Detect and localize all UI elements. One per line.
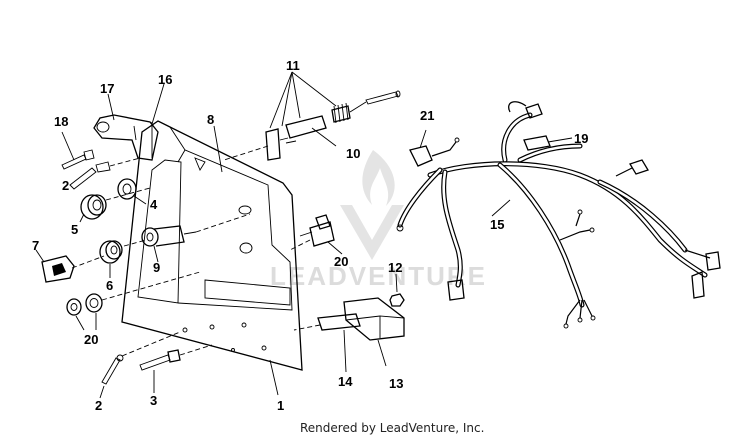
part-labels: 1 2 2 3 4 5 6 7 8 9 10 11 12 13 14 15 16…	[32, 58, 588, 413]
screw-3	[139, 344, 213, 393]
bracket-plate-14	[293, 313, 361, 373]
ignition-switch	[141, 213, 251, 263]
panel-leader	[213, 125, 223, 173]
label-1: 1	[277, 398, 284, 413]
washer-4	[117, 178, 147, 205]
label-13: 13	[389, 376, 403, 391]
watermark-text: LEADVENTURE	[270, 261, 487, 291]
bracket-plate-13	[343, 297, 405, 367]
label-16: 16	[158, 72, 172, 87]
label-12: 12	[388, 260, 402, 275]
switch-assembly	[223, 71, 401, 161]
dash-panel	[121, 120, 303, 371]
label-20-middle: 20	[334, 254, 348, 269]
nut-5	[79, 187, 151, 223]
panel-leader-1	[269, 359, 279, 396]
grommet-20-left	[66, 271, 201, 331]
footer-credit: Rendered by LeadVenture, Inc.	[300, 421, 484, 435]
label-21: 21	[420, 108, 434, 123]
label-2-top: 2	[62, 178, 69, 193]
label-20-bottom-left: 20	[84, 332, 98, 347]
label-2-bottom: 2	[95, 398, 102, 413]
label-5: 5	[71, 222, 78, 237]
watermark: LEADVENTURE	[270, 150, 487, 291]
label-18: 18	[54, 114, 68, 129]
wire-harness	[397, 112, 708, 308]
screw-2-bottom	[99, 331, 181, 399]
flame-logo-icon	[340, 150, 404, 260]
label-14: 14	[338, 374, 353, 389]
label-17: 17	[100, 81, 114, 96]
nut-6	[99, 239, 147, 278]
harness-connectors	[396, 101, 721, 329]
screw-18	[61, 131, 95, 170]
label-3: 3	[150, 393, 157, 408]
label-15: 15	[490, 217, 504, 232]
toggle-switch-20	[289, 214, 343, 255]
label-6: 6	[106, 278, 113, 293]
nut-12	[389, 273, 405, 307]
label-9: 9	[153, 260, 160, 275]
label-8: 8	[207, 112, 214, 127]
mounting-bracket	[93, 83, 165, 161]
key-bezel	[35, 249, 105, 283]
label-19: 19	[574, 131, 588, 146]
label-4: 4	[150, 197, 158, 212]
label-10: 10	[346, 146, 360, 161]
label-7: 7	[32, 238, 39, 253]
screw-2-top	[69, 157, 141, 190]
label-11: 11	[286, 58, 300, 73]
